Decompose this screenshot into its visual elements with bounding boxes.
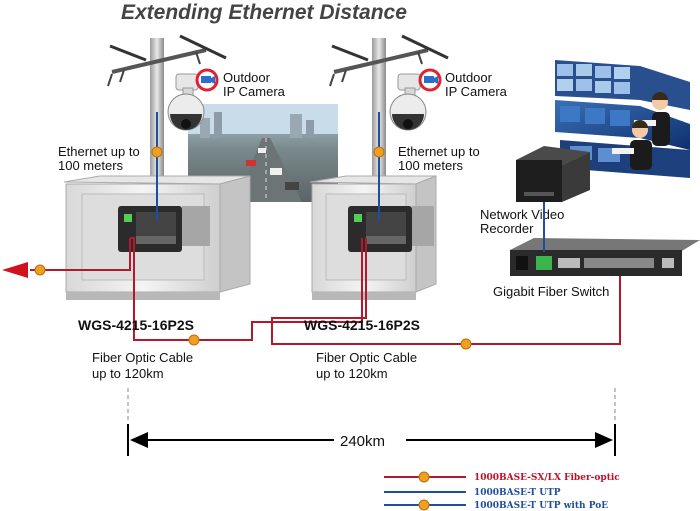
ip-camera-left (167, 73, 205, 131)
ethernet-label: 100 meters (58, 158, 124, 173)
distance-marker (127, 388, 616, 456)
camera-label: IP Camera (445, 84, 508, 99)
page-title: Extending Ethernet Distance (121, 1, 407, 24)
camera-label: Outdoor (223, 70, 271, 85)
legend-label-utp: 1000BASE-T UTP (474, 488, 561, 498)
monitoring-room (555, 60, 690, 178)
camera-badge-icon (418, 68, 442, 92)
ethernet-label: Ethernet up to (398, 144, 480, 159)
legend-label-poe: 1000BASE-T UTP with PoE (474, 501, 608, 511)
network-video-recorder (516, 146, 590, 202)
switch-model-label: WGS-4215-16P2S (304, 317, 420, 333)
gigabit-switch-label: Gigabit Fiber Switch (493, 284, 609, 299)
industrial-switch-left (118, 206, 210, 252)
nvr-label: Network Video (480, 207, 564, 222)
fiber-dot (188, 334, 200, 346)
fiber-dot (34, 264, 46, 276)
fiber-label: up to 120km (316, 366, 388, 381)
ip-camera-right (389, 73, 427, 131)
fiber-label: Fiber Optic Cable (316, 350, 417, 365)
ethernet-label: Ethernet up to (58, 144, 140, 159)
camera-badge-icon (195, 68, 219, 92)
ethernet-label: 100 meters (398, 158, 464, 173)
gigabit-fiber-switch (510, 238, 700, 276)
industrial-switch-right (348, 206, 434, 252)
switch-model-label: WGS-4215-16P2S (78, 317, 194, 333)
camera-label: Outdoor (445, 70, 493, 85)
distance-label: 240km (340, 433, 385, 450)
fiber-lines (30, 237, 621, 345)
camera-label: IP Camera (223, 84, 286, 99)
legend-label-fiber: 1000BASE-SX/LX Fiber-optic (474, 473, 620, 483)
utp-poe-lines (151, 112, 545, 252)
fiber-label: Fiber Optic Cable (92, 350, 193, 365)
legend (384, 471, 466, 511)
arrow-left-icon (2, 262, 28, 278)
nvr-label: Recorder (480, 221, 534, 236)
fiber-dot (460, 338, 472, 350)
fiber-label: up to 120km (92, 366, 164, 381)
